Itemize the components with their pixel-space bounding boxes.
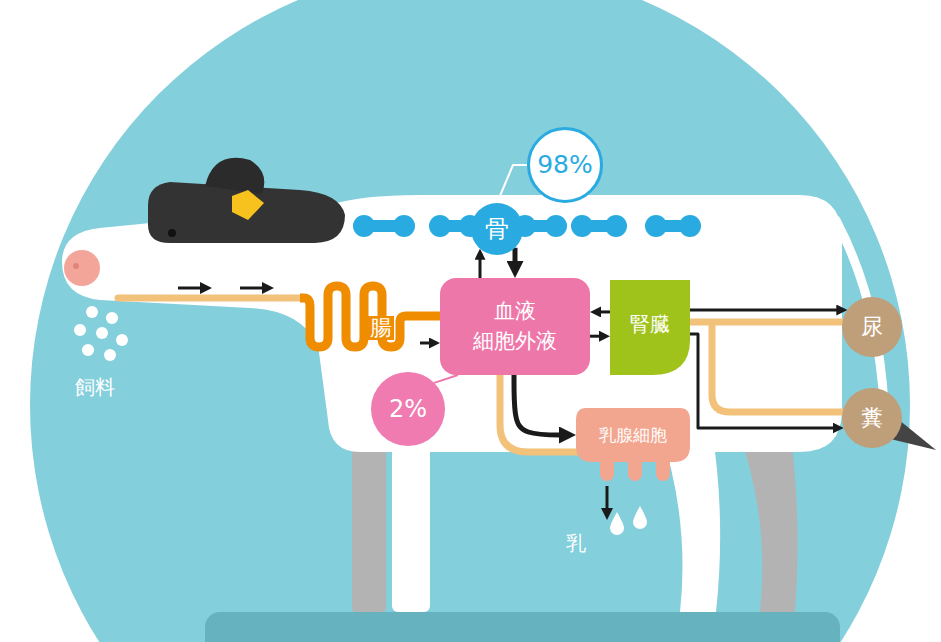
- node-text: 尿: [861, 314, 883, 340]
- node-text: 98%: [537, 150, 593, 180]
- feed-pellets: [74, 306, 128, 361]
- urine-circle: 尿: [842, 297, 902, 357]
- outline-path: [656, 454, 670, 481]
- mammary-gland: 乳腺細胞: [576, 408, 690, 488]
- outline-path: [576, 408, 690, 462]
- cow-nose: [64, 250, 100, 286]
- blood-box: 血液 細胞外液: [440, 278, 590, 375]
- milk-label: 乳: [566, 530, 586, 557]
- flow-arrow: [420, 342, 435, 345]
- bone-shape: [571, 215, 627, 237]
- ear-tag: [232, 190, 264, 220]
- ground-shadow: [205, 612, 840, 642]
- cow-head: [148, 182, 345, 243]
- cow-ear: [205, 158, 264, 194]
- node-text: 血液 細胞外液: [465, 297, 565, 356]
- node-outline: [576, 408, 690, 488]
- milk-arrow: [606, 486, 609, 514]
- leader-line: [434, 375, 458, 383]
- flow-arrow: [690, 334, 838, 428]
- flow-arrow: [514, 375, 568, 435]
- intestine-outlet: [420, 312, 442, 321]
- feces-tract: [712, 322, 846, 412]
- intestine-organ: 腸: [300, 280, 420, 355]
- node-outline: [300, 280, 420, 355]
- node-text: 2%: [389, 395, 427, 424]
- leader-line: [497, 165, 527, 203]
- far-hind-leg: [738, 430, 798, 612]
- flow-arrow: [596, 310, 611, 313]
- cow-eye: [168, 229, 176, 237]
- node-text: 腎臓: [630, 312, 670, 336]
- node-text: 糞: [861, 405, 883, 431]
- flow-arrow: [590, 335, 605, 338]
- flow-arrow: [240, 287, 268, 290]
- feed-tract: [118, 295, 300, 302]
- bone-row: [353, 215, 701, 237]
- near-front-leg: [392, 420, 430, 612]
- cow-nostril: [73, 263, 79, 269]
- node-text: 骨: [485, 215, 509, 244]
- flow-arrow: [690, 309, 842, 312]
- bone-node: 骨: [471, 203, 523, 255]
- outline-path: [610, 280, 690, 375]
- outline-path: [600, 454, 614, 481]
- outline-path: [628, 454, 642, 481]
- percent-callout: 2%: [371, 372, 445, 446]
- flow-arrow: [513, 248, 518, 270]
- node-text: 乳腺細胞: [599, 425, 667, 445]
- node-text: 腸: [368, 316, 394, 340]
- bone-shape: [645, 215, 701, 237]
- percent-callout: 98%: [527, 127, 603, 203]
- outline-path: [300, 286, 420, 347]
- feed-label: 飼料: [75, 374, 115, 401]
- background-circle: [30, 0, 910, 642]
- kidney-organ: 腎臓: [610, 280, 690, 375]
- flow-arrow: [178, 287, 206, 290]
- bone-shape: [353, 215, 415, 237]
- feces-circle: 糞: [842, 388, 902, 448]
- milk-drop: [610, 512, 624, 535]
- supply-tract: [500, 375, 578, 452]
- flow-arrow: [479, 254, 482, 278]
- milk-drop: [633, 506, 647, 529]
